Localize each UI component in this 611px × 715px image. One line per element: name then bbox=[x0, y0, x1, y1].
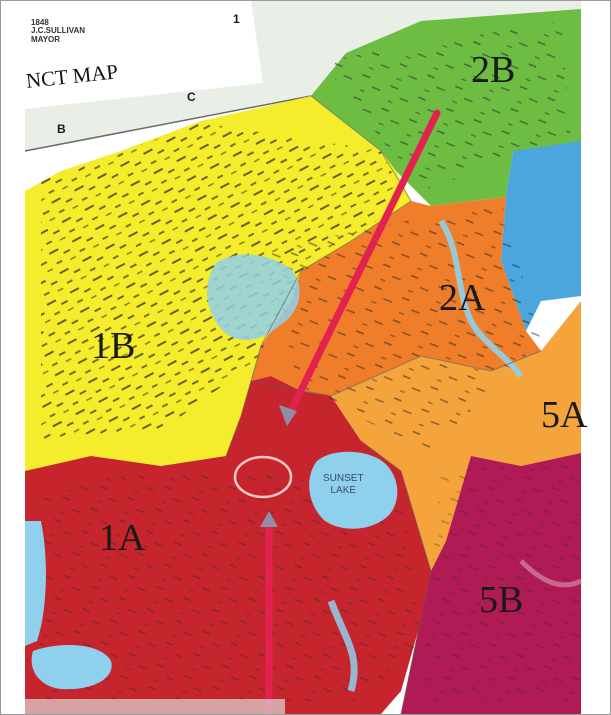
seal-text: 1848 J.C.SULLIVAN MAYOR bbox=[31, 18, 86, 44]
district-label-2a: 2A bbox=[439, 277, 486, 319]
district-label-2b: 2B bbox=[471, 49, 516, 91]
grid-letter-c: C bbox=[187, 90, 196, 104]
track-oval bbox=[233, 455, 293, 499]
lake-lower-left bbox=[31, 645, 112, 690]
sunset-lake-label: SUNSET LAKE bbox=[323, 473, 364, 496]
seal-line-3: MAYOR bbox=[31, 34, 61, 44]
grid-letter-1: 1 bbox=[233, 12, 240, 26]
seal-line-1: 1848 bbox=[31, 18, 49, 27]
title-paper bbox=[25, 1, 263, 109]
district-label-5b: 5B bbox=[479, 579, 524, 621]
river bbox=[438, 219, 524, 378]
lake-left-edge bbox=[25, 521, 46, 646]
sunset-lake bbox=[309, 451, 398, 529]
district-label-5a: 5A bbox=[541, 394, 588, 436]
seal-line-2: J.C.SULLIVAN bbox=[31, 26, 86, 36]
grid-letter-b: B bbox=[57, 122, 66, 136]
district-label-1a: 1A bbox=[99, 517, 146, 559]
lake-upper bbox=[207, 254, 300, 341]
arrow-2b-to-1a bbox=[283, 109, 441, 423]
district-label-1b: 1B bbox=[91, 325, 136, 367]
